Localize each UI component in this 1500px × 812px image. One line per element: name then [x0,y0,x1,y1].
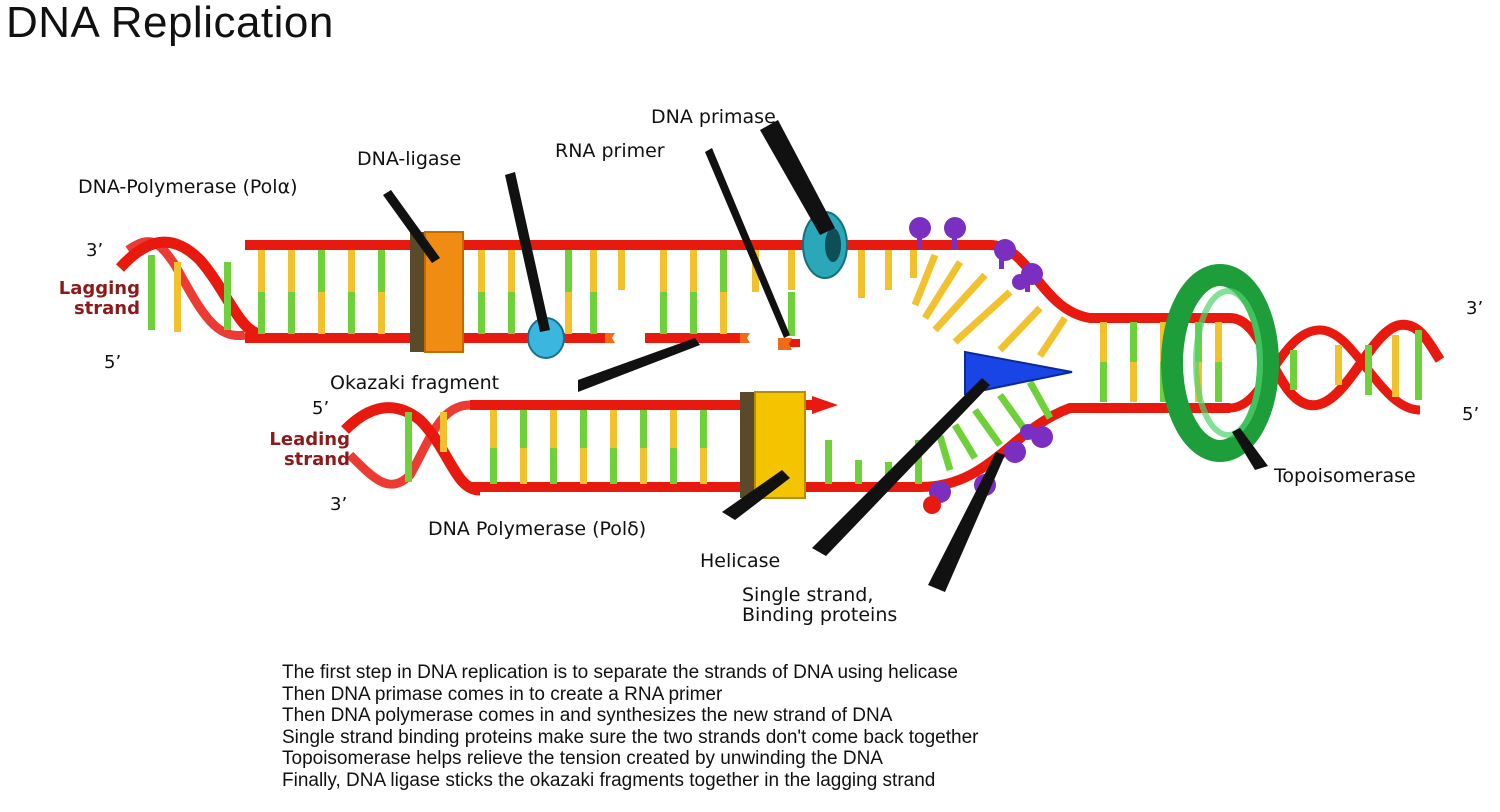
pointer-pol-delta [722,470,790,520]
pointer-dna-ligase [505,172,550,332]
leading-helix-backbone-a [341,402,481,496]
pol-delta-shadow [740,392,758,498]
pointer-rna-primer [705,148,790,338]
lagging-helix-backbone-a [115,236,266,341]
label-dna-primase: DNA primase [651,106,776,128]
okazaki-marker-2 [740,333,750,343]
step-line: Topoisomerase helps relieve the tension … [282,748,883,770]
label-dna-ligase: DNA-ligase [357,148,462,170]
lagging-base-pairs [148,250,1222,402]
pointer-topoisomerase [1232,428,1268,470]
label-helicase: Helicase [700,550,781,572]
pointer-okazaki [578,338,700,392]
pointer-dna-primase [760,120,835,235]
label-pol-alpha: DNA-Polymerase (Polα) [78,176,298,198]
lag-left-top-end: 3’ [86,240,104,261]
pol-alpha-shadow [410,232,428,352]
leading-strand-line2: strand [283,449,350,470]
okazaki-marker-1 [605,333,615,343]
steps-text: The first step in DNA replication is to … [282,662,978,792]
topoisomerase-ring [1161,264,1279,462]
label-pol-delta: DNA Polymerase (Polδ) [428,518,647,540]
page-title: DNA Replication [6,0,334,47]
leading-primer-end [923,496,941,514]
lagging-strand-line2: strand [73,298,140,319]
leading-arrowhead [812,396,838,414]
ssb-proteins-top [909,217,1043,292]
right-bottom-end: 5’ [1462,404,1480,425]
lead-left-top-end: 5’ [312,398,330,419]
lead-left-bottom-end: 3’ [330,494,348,515]
rna-primer-marker [778,338,792,350]
pointer-ssb [928,452,1005,592]
helicase-wedge [964,350,1073,396]
label-ssb-line2: Binding proteins [742,604,898,626]
label-topoisomerase: Topoisomerase [1274,465,1416,487]
dna-primase-hole [825,228,841,262]
step-line: Single strand binding proteins make sure… [282,726,979,748]
step-line: Then DNA polymerase comes in and synthes… [282,705,893,727]
label-rna-primer: RNA primer [555,140,665,162]
step-line: Then DNA primase comes in to create a RN… [282,683,723,705]
ssb-proteins-bottom [929,424,1053,503]
leading-strand-label: Leading strand [220,430,350,470]
label-pointers [383,120,1268,592]
right-top-end: 3’ [1466,298,1484,319]
lag-left-bottom-end: 5’ [104,352,122,373]
pointer-helicase [812,378,990,556]
leading-strand-line1: Leading [269,429,350,450]
step-line: Finally, DNA ligase sticks the okazaki f… [282,769,936,791]
label-ssb-line1: Single strand, [742,584,874,606]
lagging-strand-line1: Lagging [58,278,140,299]
pointer-pol-alpha [383,190,440,263]
lagging-parent-backbone [245,240,1230,323]
lagging-strand-label: Lagging strand [12,279,140,319]
topoisomerase-highlight [1193,288,1263,438]
step-line: The first step in DNA replication is to … [282,662,958,683]
right-helix-base-pairs [1290,330,1422,400]
label-okazaki: Okazaki fragment [330,372,500,394]
leading-base-pairs [405,380,1054,484]
